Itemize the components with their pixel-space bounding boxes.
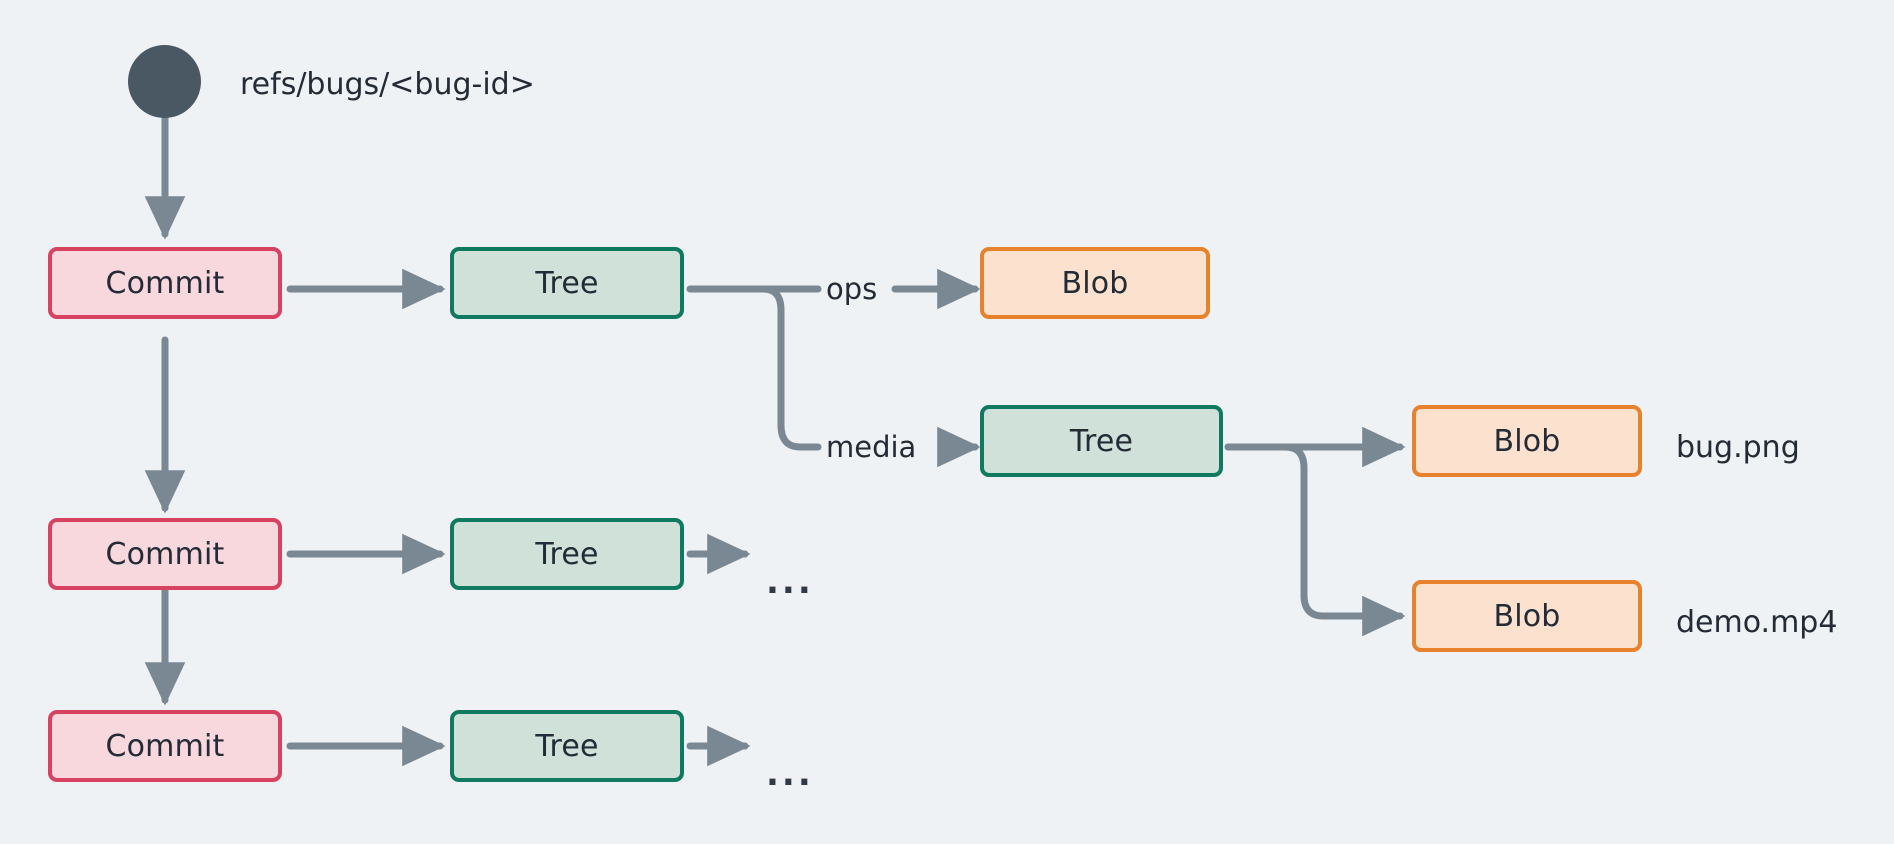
node-blob-bug-png[interactable]: Blob <box>1412 405 1642 477</box>
node-tree-1[interactable]: Tree <box>450 247 684 319</box>
node-tree-2[interactable]: Tree <box>450 518 684 590</box>
node-tree-2-label: Tree <box>535 536 599 572</box>
ellipsis-tree-2: ... <box>766 562 814 602</box>
edge-mediatree-to-demomp4 <box>1239 443 1406 637</box>
branch-ref-label: refs/bugs/<bug-id> <box>240 67 535 102</box>
file-label-bug-png: bug.png <box>1676 430 1800 465</box>
node-blob-ops-label: Blob <box>1061 265 1129 301</box>
edge-label-ops: ops <box>823 275 881 304</box>
node-tree-media-label: Tree <box>1069 423 1134 459</box>
node-commit-2-label: Commit <box>105 536 225 572</box>
node-commit-1-label: Commit <box>105 265 225 301</box>
node-blob-demo-mp4[interactable]: Blob <box>1412 580 1642 652</box>
file-label-demo-mp4: demo.mp4 <box>1676 605 1838 640</box>
edge-tree1-to-media <box>699 285 822 451</box>
node-commit-1[interactable]: Commit <box>48 247 282 319</box>
node-commit-3[interactable]: Commit <box>48 710 282 782</box>
edge-label-media: media <box>823 433 920 462</box>
node-tree-1-label: Tree <box>535 265 599 301</box>
node-commit-2[interactable]: Commit <box>48 518 282 590</box>
branch-ref-dot[interactable] <box>128 45 201 118</box>
ellipsis-tree-3: ... <box>766 754 814 794</box>
node-tree-3-label: Tree <box>535 728 599 764</box>
node-blob-demo-mp4-label: Blob <box>1493 598 1561 634</box>
node-commit-3-label: Commit <box>105 728 225 764</box>
node-blob-bug-png-label: Blob <box>1493 423 1561 459</box>
node-tree-media[interactable]: Tree <box>980 405 1223 477</box>
node-blob-ops[interactable]: Blob <box>980 247 1210 319</box>
node-tree-3[interactable]: Tree <box>450 710 684 782</box>
